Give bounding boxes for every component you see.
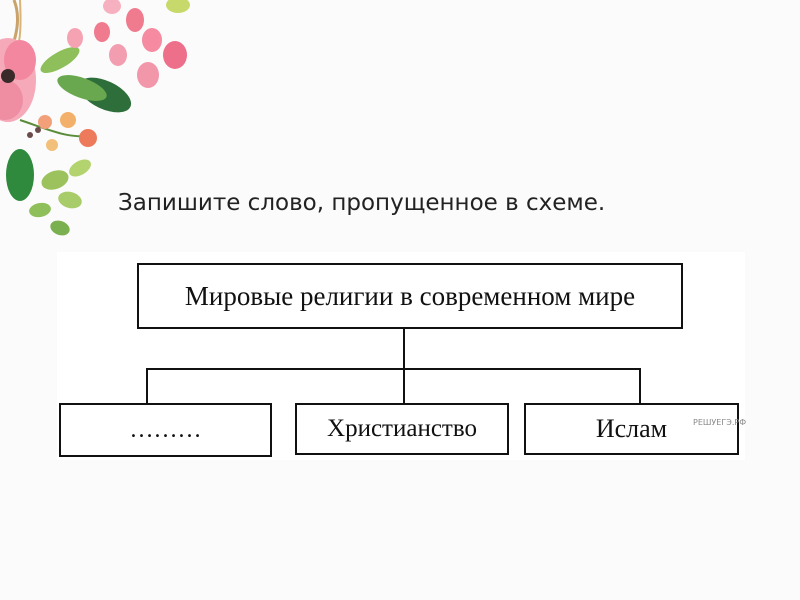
connector-right xyxy=(639,368,641,404)
child-node-christianity: Христианство xyxy=(295,403,509,455)
child-node-missing: ……… xyxy=(59,403,272,457)
connector-root-stem xyxy=(403,329,405,369)
child-node-islam: Ислам xyxy=(524,403,739,455)
scheme-diagram: Мировые религии в современном мире ……… Х… xyxy=(57,252,747,460)
connector-horizontal xyxy=(146,368,641,370)
root-node: Мировые религии в современном мире xyxy=(137,263,683,329)
connector-middle xyxy=(403,368,405,404)
floral-decoration xyxy=(0,0,190,236)
watermark: РЕШУЕГЭ.РФ xyxy=(693,418,747,427)
instruction-text: Запишите слово, пропущенное в схеме. xyxy=(118,190,606,216)
connector-left xyxy=(146,368,148,404)
